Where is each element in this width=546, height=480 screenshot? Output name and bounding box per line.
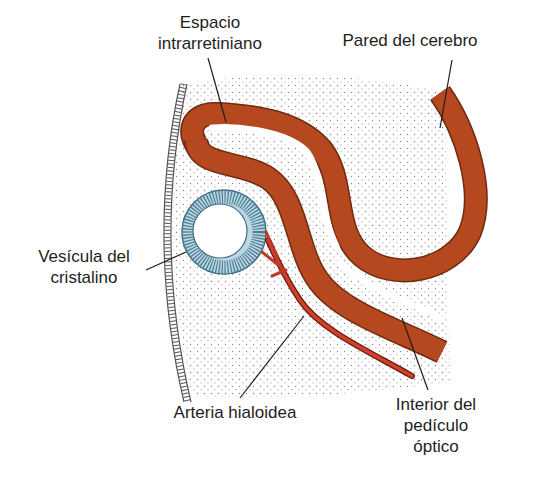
leader-line: [146, 252, 186, 270]
lens-vesicle: [182, 190, 266, 274]
hyaloid-artery: [268, 240, 412, 376]
part-label: Vesícula del cristalino: [22, 246, 146, 288]
hyaloid-artery: [268, 240, 412, 376]
optic-cup-outer: [192, 93, 476, 270]
lens-cavity: [193, 204, 247, 258]
lens-stripes: [189, 197, 259, 267]
leader-lines: [146, 58, 452, 398]
part-label: Pared del cerebro: [330, 30, 490, 51]
artery-branch: [262, 232, 286, 276]
leader-line: [440, 60, 452, 128]
leader-line: [240, 316, 304, 398]
optic-cup-outer: [192, 93, 476, 270]
part-label: Espacio intrarretiniano: [145, 12, 275, 54]
part-label: Arteria hialoidea: [150, 402, 320, 423]
stalk-lumen: [340, 262, 440, 318]
part-label: Interior del pedículo óptico: [380, 394, 492, 457]
leader-line: [402, 318, 428, 390]
leader-line: [208, 58, 226, 122]
